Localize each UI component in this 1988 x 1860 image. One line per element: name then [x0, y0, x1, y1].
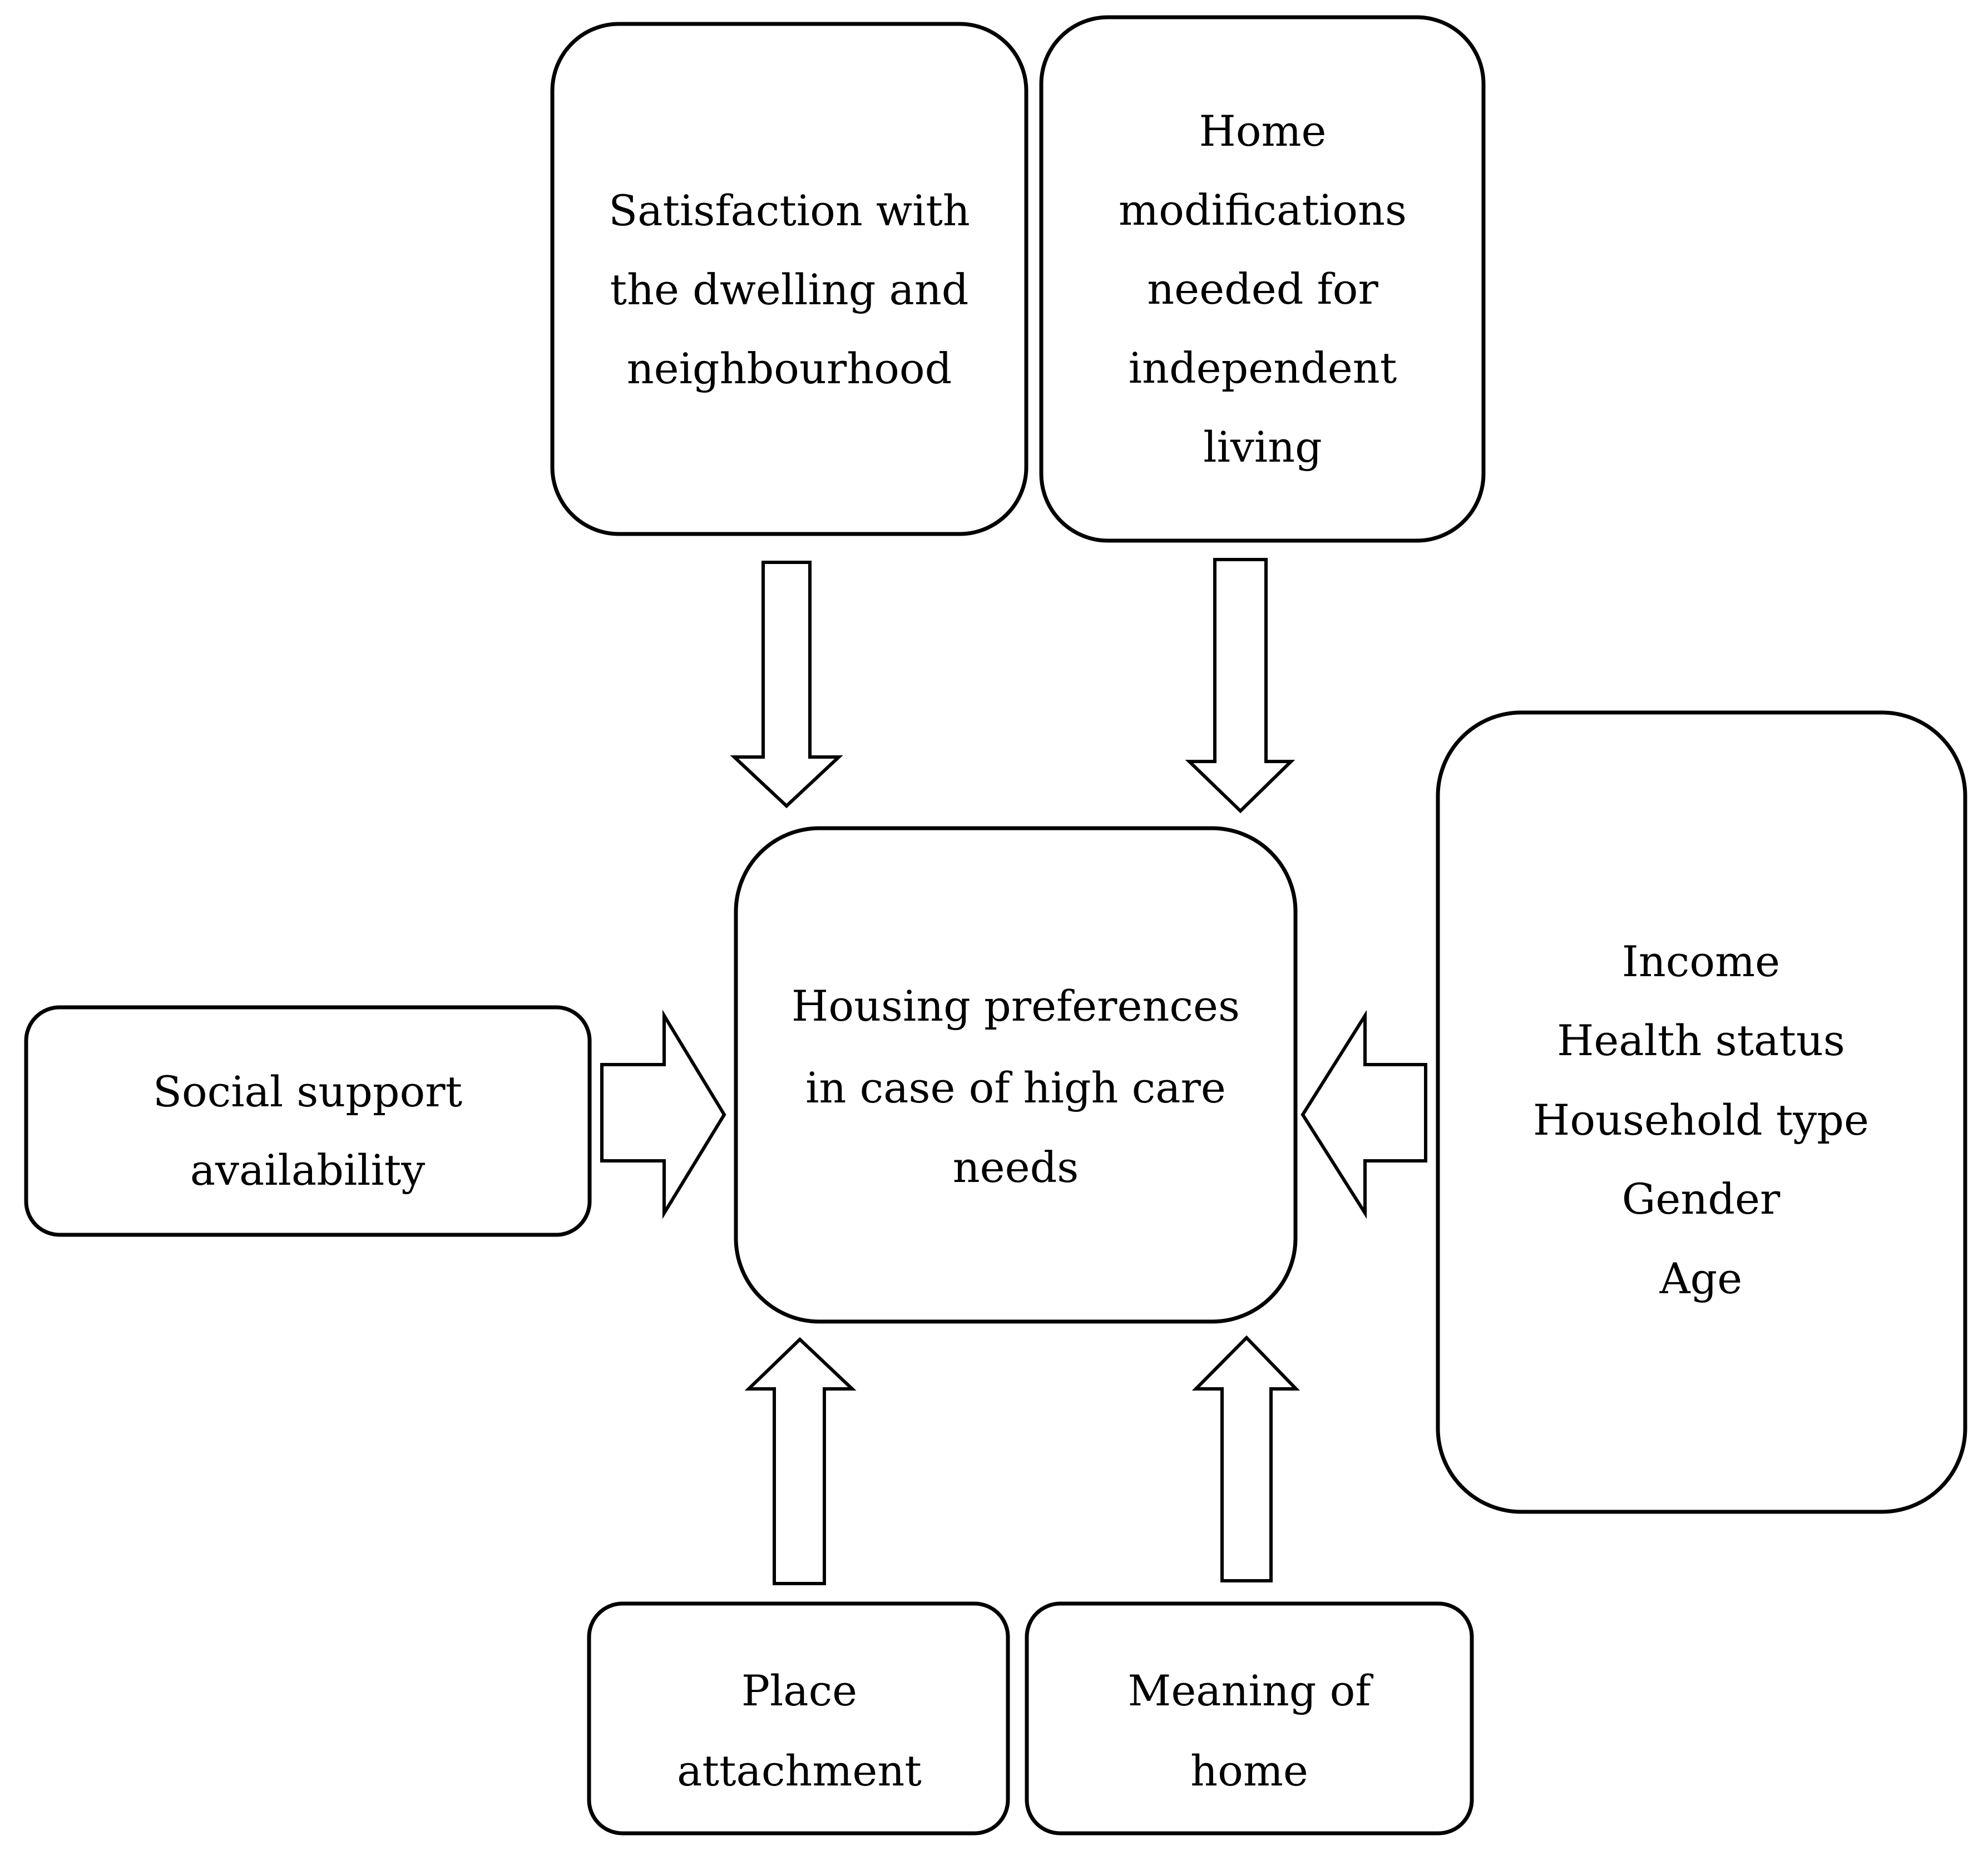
meaning-of-home-label: Meaning of home [1128, 1666, 1374, 1795]
social-support-line-2: availability [190, 1145, 426, 1195]
housing-preferences-line-3: needs [953, 1142, 1079, 1192]
home-modifications-line-5: living [1203, 422, 1322, 472]
arrow-meaning-of-home-to-housing [1191, 1335, 1300, 1582]
home-modifications-line-4: independent [1129, 343, 1397, 393]
place-attachment-line-1: Place [741, 1666, 857, 1715]
arrow-modifications-to-housing [1185, 558, 1295, 814]
arrow-demographics-to-housing [1300, 1010, 1427, 1219]
satisfaction-box [550, 22, 1028, 536]
demographics-line-gender: Gender [1622, 1174, 1781, 1224]
satisfaction-label: Satisfaction with the dwelling and neigh… [609, 186, 970, 393]
meaning-of-home-line-2: home [1190, 1746, 1308, 1795]
arrow-social-support-to-housing [600, 1010, 726, 1219]
place-attachment-line-2: attachment [677, 1746, 922, 1795]
satisfaction-line-2: the dwelling and [610, 265, 969, 314]
demographics-line-income: Income [1622, 937, 1780, 986]
meaning-of-home-line-1: Meaning of [1128, 1666, 1374, 1715]
housing-preferences-line-2: in case of high care [805, 1063, 1226, 1112]
demographics-line-health-status: Health status [1557, 1016, 1845, 1065]
demographics-line-age: Age [1659, 1254, 1743, 1303]
place-attachment-box [587, 1601, 1010, 1836]
satisfaction-line-3: neighbourhood [627, 344, 952, 393]
demographics-label: Income Health status Household type Gend… [1533, 937, 1869, 1303]
meaning-of-home-box [1025, 1601, 1474, 1836]
arrow-satisfaction-to-housing [730, 561, 843, 809]
social-support-label: Social support availability [153, 1067, 462, 1195]
housing-preferences-label: Housing preferences in case of high care… [792, 981, 1240, 1192]
home-modifications-label: Home modifications needed for independen… [1119, 106, 1407, 472]
demographics-box [1436, 710, 1967, 1514]
housing-preferences-line-1: Housing preferences [792, 981, 1240, 1031]
social-support-box [24, 1005, 592, 1237]
home-modifications-line-3: needed for [1147, 264, 1378, 314]
place-attachment-label: Place attachment [677, 1666, 922, 1795]
home-modifications-line-1: Home [1199, 106, 1326, 156]
home-modifications-box [1039, 15, 1486, 543]
home-modifications-line-2: modifications [1119, 185, 1407, 235]
demographics-line-household-type: Household type [1533, 1095, 1869, 1145]
satisfaction-line-1: Satisfaction with [609, 186, 970, 235]
social-support-line-1: Social support [153, 1067, 462, 1116]
arrow-place-attachment-to-housing [744, 1337, 857, 1585]
housing-preferences-box [734, 826, 1298, 1324]
